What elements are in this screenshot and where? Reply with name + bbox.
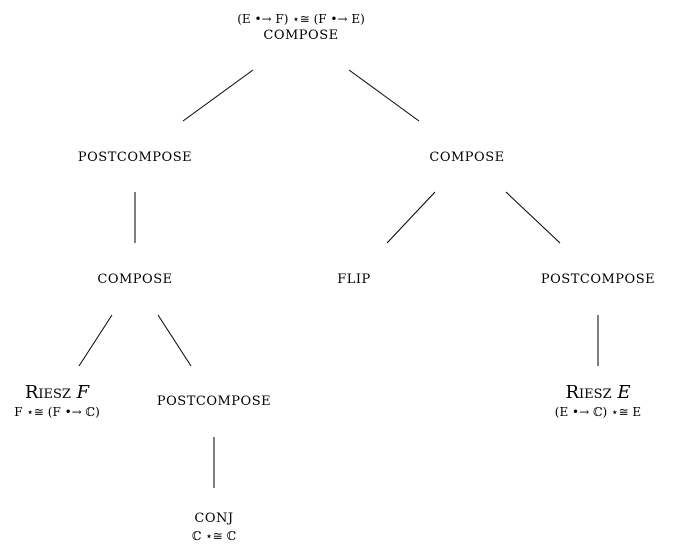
postcompose-mid-label: POSTCOMPOSE — [156, 394, 272, 409]
node-flip: FLIP — [337, 271, 371, 289]
edge-root-postcompose — [182, 69, 254, 122]
riesz-e-title: Riesz E — [555, 382, 641, 404]
riesz-e-arg: E — [617, 382, 631, 403]
node-root: (E •→ F) ⋆≅ (F •→ E) COMPOSE — [237, 11, 365, 45]
node-conj: CONJ ℂ ⋆≅ ℂ — [192, 510, 236, 544]
riesz-e-formula: (E •→ ℂ) ⋆≅ E — [554, 405, 642, 419]
conj-formula: ℂ ⋆≅ ℂ — [191, 529, 237, 543]
edge-compose-postcompose — [505, 191, 561, 244]
node-compose-left: COMPOSE — [97, 271, 172, 289]
postcompose-left-label: POSTCOMPOSE — [77, 150, 193, 165]
riesz-f-formula: F ⋆≅ (F •→ ℂ) — [14, 405, 100, 419]
compose-right-label: COMPOSE — [429, 150, 505, 165]
node-compose-right: COMPOSE — [429, 149, 504, 167]
node-postcompose-mid: POSTCOMPOSE — [157, 393, 271, 411]
edge-compose-flip — [386, 191, 436, 244]
node-postcompose-right: POSTCOMPOSE — [541, 271, 655, 289]
edge-root-compose — [348, 69, 420, 122]
postcompose-right-label: POSTCOMPOSE — [540, 272, 656, 287]
compose-left-label: COMPOSE — [97, 272, 173, 287]
root-label: COMPOSE — [263, 28, 339, 43]
node-riesz-e: Riesz E (E •→ ℂ) ⋆≅ E — [555, 382, 641, 420]
flip-label: FLIP — [337, 272, 371, 287]
riesz-e-label: Riesz — [565, 382, 612, 403]
riesz-f-title: Riesz F — [14, 382, 100, 404]
riesz-f-label: Riesz — [24, 382, 71, 403]
root-formula: (E •→ F) ⋆≅ (F •→ E) — [237, 12, 365, 26]
riesz-f-arg: F — [76, 382, 90, 403]
edge-compose-riesz-f — [78, 314, 113, 367]
node-riesz-f: Riesz F F ⋆≅ (F •→ ℂ) — [14, 382, 100, 420]
conj-label: CONJ — [194, 511, 234, 526]
edge-compose-postcompose-mid — [157, 314, 192, 367]
node-postcompose-left: POSTCOMPOSE — [78, 149, 192, 167]
